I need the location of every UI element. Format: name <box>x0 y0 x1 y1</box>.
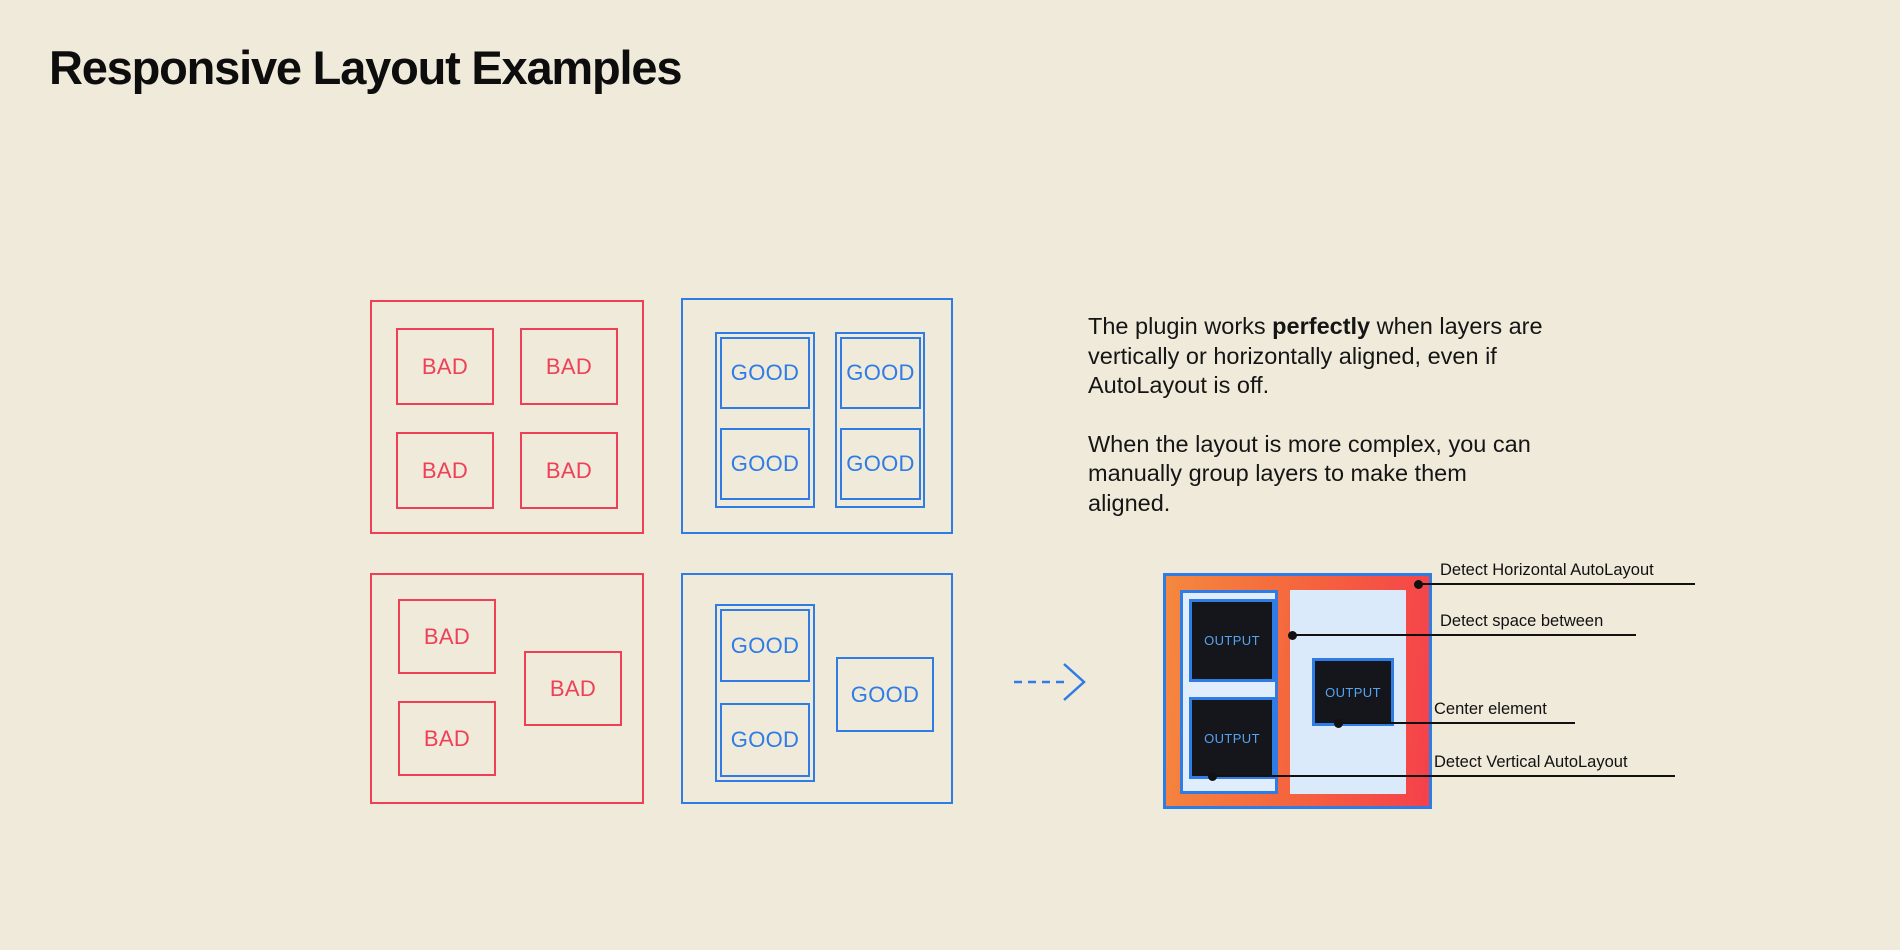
callout-leader-line <box>1338 722 1434 724</box>
callout-anchor-dot <box>1208 771 1217 781</box>
good-box: GOOD <box>836 657 934 732</box>
bad-box: BAD <box>520 432 618 509</box>
callout-anchor-dot <box>1414 579 1423 589</box>
figure-vertical-group: OUTPUT OUTPUT <box>1180 590 1278 794</box>
good-box-label: GOOD <box>850 681 920 707</box>
bad-aligned-grid-panel: BAD BAD BAD BAD <box>370 300 644 534</box>
callout-rule <box>1434 775 1675 777</box>
good-complex-panel: GOOD GOOD GOOD <box>681 573 953 804</box>
good-box-label: GOOD <box>730 360 800 385</box>
callout-label: Center element <box>1434 700 1547 718</box>
callout-leader-line <box>1418 583 1440 585</box>
good-box: GOOD <box>720 703 810 777</box>
figure-output-label: OUTPUT <box>1204 730 1260 746</box>
good-box: GOOD <box>720 428 810 500</box>
good-box: GOOD <box>720 337 810 409</box>
annotated-layout-figure: OUTPUT OUTPUT OUTPUT <box>1163 573 1432 809</box>
copy-paragraph-1: The plugin works perfectly when layers a… <box>1088 312 1548 401</box>
bad-box: BAD <box>520 328 618 405</box>
good-box-label: GOOD <box>730 632 800 658</box>
bad-complex-panel: BAD BAD BAD <box>370 573 644 804</box>
good-column-group: GOOD GOOD <box>715 332 815 508</box>
bad-box: BAD <box>396 328 494 405</box>
callout-rule <box>1440 583 1695 585</box>
page-title: Responsive Layout Examples <box>49 41 682 94</box>
callout-anchor-dot <box>1288 630 1297 640</box>
bad-box-label: BAD <box>545 457 593 483</box>
bad-box-label: BAD <box>421 457 469 483</box>
flow-arrow-icon <box>1014 663 1086 701</box>
figure-output-box: OUTPUT <box>1189 599 1275 682</box>
figure-output-box: OUTPUT <box>1189 697 1275 779</box>
good-aligned-grid-panel: GOOD GOOD GOOD GOOD <box>681 298 953 534</box>
good-box-label: GOOD <box>846 451 915 476</box>
callout-anchor-dot <box>1334 718 1343 728</box>
callout-label: Detect Vertical AutoLayout <box>1434 753 1628 771</box>
good-box-label: GOOD <box>846 360 915 385</box>
good-box-label: GOOD <box>730 451 800 476</box>
callout-label: Detect space between <box>1440 612 1604 630</box>
callout-rule <box>1440 634 1636 636</box>
bad-box: BAD <box>524 651 622 726</box>
bad-box: BAD <box>398 599 496 674</box>
callout-leader-line <box>1292 634 1440 636</box>
bad-box-label: BAD <box>423 725 471 751</box>
good-column-group: GOOD GOOD <box>835 332 925 508</box>
callout-label: Detect Horizontal AutoLayout <box>1440 561 1654 579</box>
callout-leader-line <box>1212 775 1434 777</box>
bad-box-label: BAD <box>549 675 597 701</box>
figure-output-label: OUTPUT <box>1325 684 1381 700</box>
bad-box-label: BAD <box>545 353 593 379</box>
bad-box: BAD <box>398 701 496 776</box>
copy-paragraph-2: When the layout is more complex, you can… <box>1088 430 1531 516</box>
good-box: GOOD <box>840 428 921 500</box>
bad-box: BAD <box>396 432 494 509</box>
callout-rule <box>1434 722 1575 724</box>
copy-p1-part-c: when layers are vertically or horizontal… <box>1088 313 1543 398</box>
copy-p1-part-a: The plugin works <box>1088 313 1273 339</box>
figure-output-label: OUTPUT <box>1204 633 1260 648</box>
good-box-label: GOOD <box>730 727 800 752</box>
explanatory-copy: The plugin works perfectly when layers a… <box>1088 312 1548 518</box>
good-box: GOOD <box>840 337 921 409</box>
bad-box-label: BAD <box>421 353 469 379</box>
good-box: GOOD <box>720 609 810 682</box>
good-column-group: GOOD GOOD <box>715 604 815 782</box>
bad-box-label: BAD <box>423 623 471 649</box>
copy-p1-emphasis: perfectly <box>1272 313 1371 339</box>
figure-output-box-centered: OUTPUT <box>1312 658 1394 726</box>
